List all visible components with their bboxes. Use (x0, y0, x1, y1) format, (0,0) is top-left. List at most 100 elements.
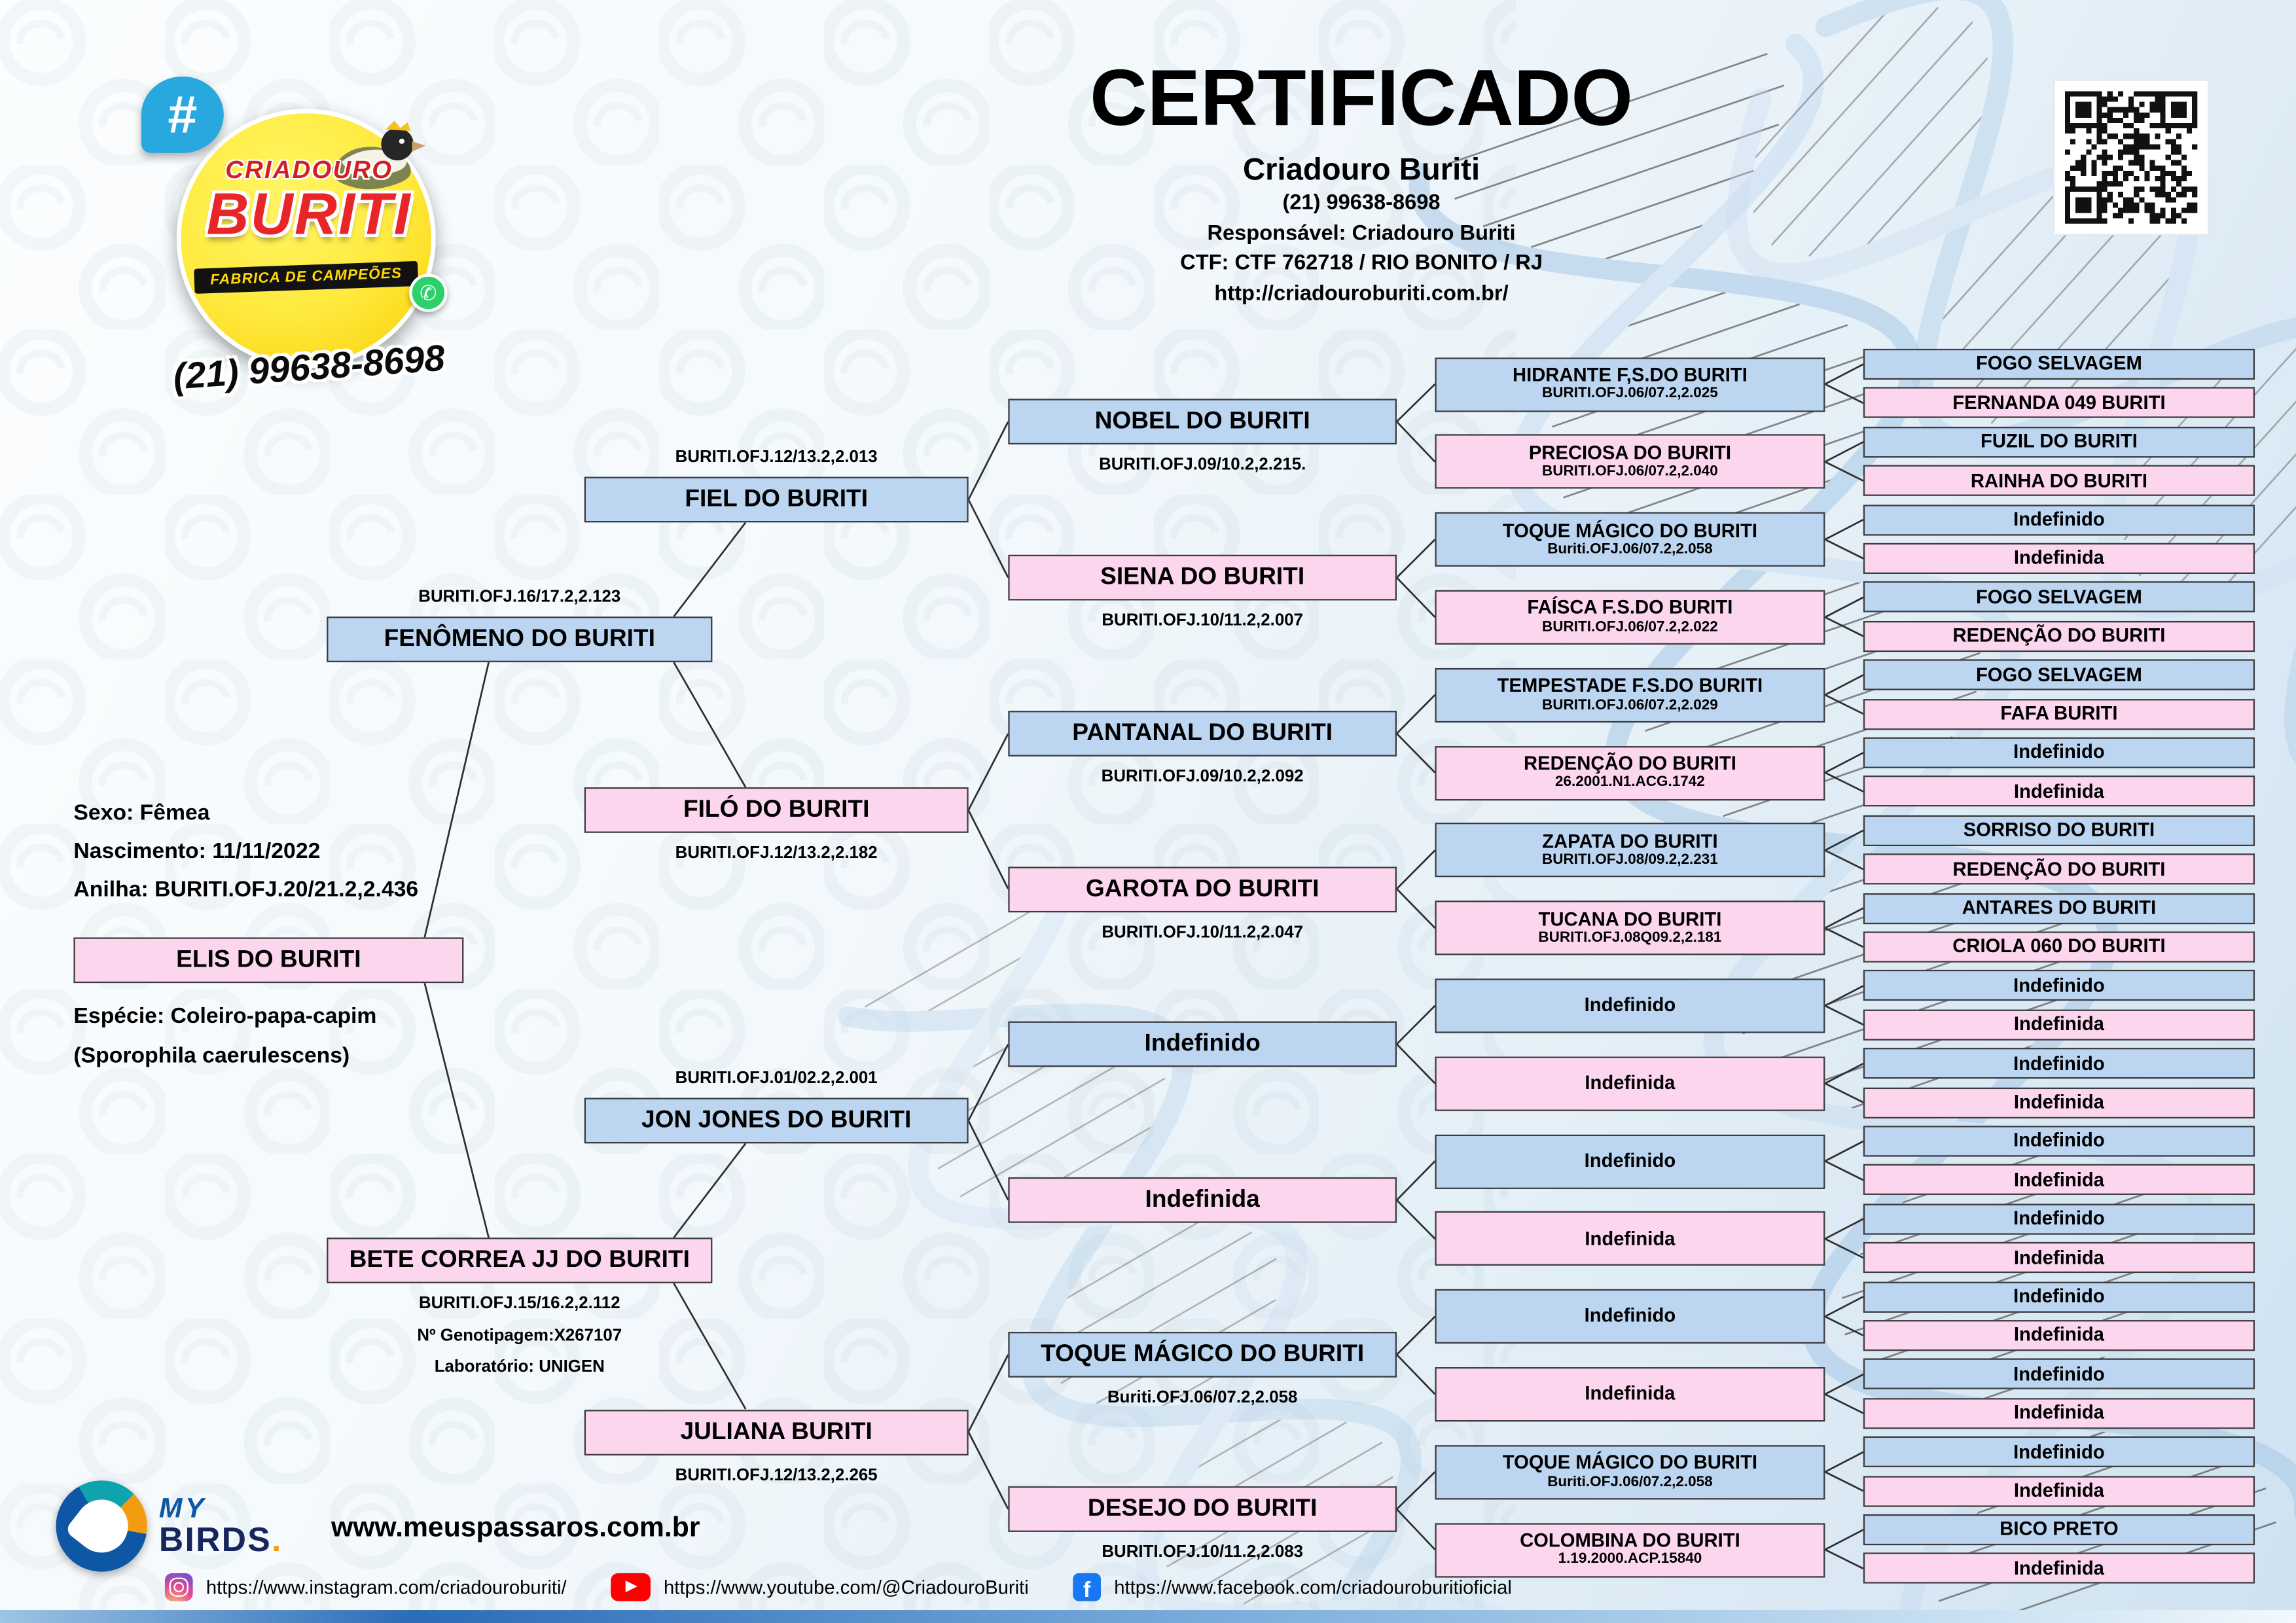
bird-name: SIENA DO BURITI (1100, 564, 1305, 591)
instagram-link[interactable]: https://www.instagram.com/criadouroburit… (206, 1576, 567, 1599)
pedigree-node-g6-30: Indefinida (1863, 1475, 2255, 1507)
bird-name: COLOMBINA DO BURITI (1520, 1529, 1740, 1552)
ring-number: Buriti.OFJ.06/07.2,2.058 (1547, 1474, 1713, 1490)
bird-illustration-icon (332, 120, 425, 190)
ring-number: BURITI.OFJ.08Q09.2,2.181 (1538, 930, 1722, 946)
bird-name: ANTARES DO BURITI (1962, 896, 2157, 919)
bird-name: Indefinido (1584, 1304, 1676, 1327)
mybirds-dot: . (272, 1520, 283, 1559)
ring-label: BURITI.OFJ.12/13.2,2.013 (675, 448, 878, 467)
bird-name: Indefinido (2013, 974, 2105, 996)
bird-name: Indefinida (2013, 1478, 2104, 1501)
pedigree-node-g6-20: Indefinida (1863, 1086, 2255, 1118)
pedigree-node-g6-21: Indefinido (1863, 1126, 2255, 1157)
bird-name: Indefinido (1584, 993, 1676, 1016)
bird-name: Indefinida (1585, 1226, 1676, 1249)
pedigree-node-g6-2: FERNANDA 049 BURITI (1863, 387, 2255, 419)
logo-circle (176, 109, 436, 368)
pedigree-node-g2-1: FENÔMENO DO BURITI (327, 616, 713, 662)
bird-name: JON JONES DO BURITI (641, 1107, 912, 1134)
mybirds-birds: BIRDS. (158, 1520, 283, 1559)
pedigree-node-g5-14: Indefinida (1435, 1366, 1825, 1421)
partner-website-link[interactable]: www.meuspassaros.com.br (331, 1512, 700, 1544)
pedigree-node-g6-8: REDENÇÃO DO BURITI (1863, 620, 2255, 652)
pedigree-node-g6-28: Indefinida (1863, 1397, 2255, 1429)
bird-name: BETE CORREA JJ DO BURITI (349, 1247, 690, 1274)
bird-name: REDENÇÃO DO BURITI (1952, 624, 2166, 647)
ring-number: BURITI.OFJ.06/07.2,2.022 (1542, 619, 1718, 635)
pedigree-node-g6-13: SORRISO DO BURITI (1863, 815, 2255, 846)
bird-name: SORRISO DO BURITI (1963, 818, 2155, 841)
pedigree-node-g6-15: ANTARES DO BURITI (1863, 893, 2255, 924)
bird-name: Indefinida (2013, 1168, 2104, 1190)
bird-name: PRECIOSA DO BURITI (1528, 441, 1731, 464)
subject-ring: Anilha: BURITI.OFJ.20/21.2,2.436 (73, 877, 419, 902)
pedigree-node-g5-12: Indefinida (1435, 1211, 1825, 1266)
youtube-icon (611, 1573, 651, 1601)
pedigree-node-g4-3: PANTANAL DO BURITI (1008, 711, 1397, 757)
pedigree-node-g6-27: Indefinido (1863, 1359, 2255, 1390)
hashtag-bubble-icon: # (141, 76, 224, 153)
pedigree-node-g4-8: DESEJO DO BURITI (1008, 1486, 1397, 1532)
social-links-row: https://www.instagram.com/criadouroburit… (164, 1573, 1512, 1603)
pedigree-node-g5-11: Indefinido (1435, 1133, 1825, 1188)
pedigree-node-g3-1: FIEL DO BURITI (584, 476, 969, 523)
pedigree-node-g4-2: SIENA DO BURITI (1008, 554, 1397, 601)
bird-name: HIDRANTE F,S.DO BURITI (1512, 363, 1748, 386)
bird-name: FAFA BURITI (2000, 702, 2118, 724)
pedigree-node-g4-5: Indefinido (1008, 1021, 1397, 1067)
pedigree-node-g3-3: JON JONES DO BURITI (584, 1097, 969, 1144)
bird-name: GAROTA DO BURITI (1085, 875, 1319, 902)
pedigree-node-g5-10: Indefinida (1435, 1056, 1825, 1111)
breeder-logo: # CRIADOURO BURITI FABRICA DE CAMPEÕES ✆… (141, 76, 471, 401)
ring-number: BURITI.OFJ.06/07.2,2.025 (1542, 386, 1718, 402)
pedigree-node-g3-2: FILÓ DO BURITI (584, 787, 969, 833)
pedigree-node-g6-29: Indefinido (1863, 1436, 2255, 1468)
subject-bird-name: ELIS DO BURITI (176, 946, 361, 974)
page-title: CERTIFICADO (1090, 54, 1633, 143)
bird-name: Indefinida (2013, 1090, 2104, 1113)
ring-number: 1.19.2000.ACP.15840 (1558, 1552, 1702, 1568)
pedigree-node-g6-18: Indefinida (1863, 1009, 2255, 1041)
bird-name: TEMPESTADE F.S.DO BURITI (1497, 674, 1763, 697)
pedigree-node-g6-1: FOGO SELVAGEM (1863, 348, 2255, 380)
subject-sex: Sexo: Fêmea (73, 800, 210, 826)
bird-name: Indefinida (2013, 1245, 2104, 1268)
bird-name: BICO PRETO (2000, 1518, 2119, 1540)
bird-name: Indefinido (2013, 1362, 2105, 1385)
bird-name: TOQUE MÁGICO DO BURITI (1502, 1451, 1758, 1474)
bird-name: FAÍSCA F.S.DO BURITI (1527, 596, 1733, 619)
pedigree-node-g5-9: Indefinido (1435, 978, 1825, 1033)
bird-name: Indefinido (1584, 1149, 1676, 1171)
subject-species: Espécie: Coleiro-papa-capim (73, 1003, 377, 1029)
bird-name: Indefinida (2013, 1012, 2104, 1035)
ring-number: BURITI.OFJ.08/09.2,2.231 (1542, 852, 1718, 869)
bird-name: Indefinido (2013, 1284, 2105, 1307)
ring-number: Buriti.OFJ.06/07.2,2.058 (1547, 541, 1713, 558)
pedigree-node-g6-3: FUZIL DO BURITI (1863, 426, 2255, 457)
youtube-link[interactable]: https://www.youtube.com/@CriadouroBuriti (664, 1576, 1029, 1599)
ring-label: Laboratório: UNIGEN (434, 1358, 605, 1376)
subject-species-scientific: (Sporophila caerulescens) (73, 1043, 350, 1069)
breeder-responsible: Responsável: Criadouro Buriti (1207, 221, 1516, 245)
subject-birthdate: Nascimento: 11/11/2022 (73, 838, 321, 864)
ring-label: BURITI.OFJ.16/17.2,2.123 (418, 588, 621, 607)
bird-name: Indefinido (2013, 1207, 2105, 1229)
breeder-website-link[interactable]: http://criadouroburiti.com.br/ (1214, 281, 1509, 306)
bird-name: FUZIL DO BURITI (1981, 429, 2138, 452)
bird-name: FIEL DO BURITI (685, 486, 869, 513)
pedigree-node-g6-17: Indefinido (1863, 970, 2255, 1001)
ring-number: BURITI.OFJ.06/07.2,2.040 (1542, 463, 1718, 480)
facebook-link[interactable]: https://www.facebook.com/criadouroburiti… (1114, 1576, 1512, 1599)
